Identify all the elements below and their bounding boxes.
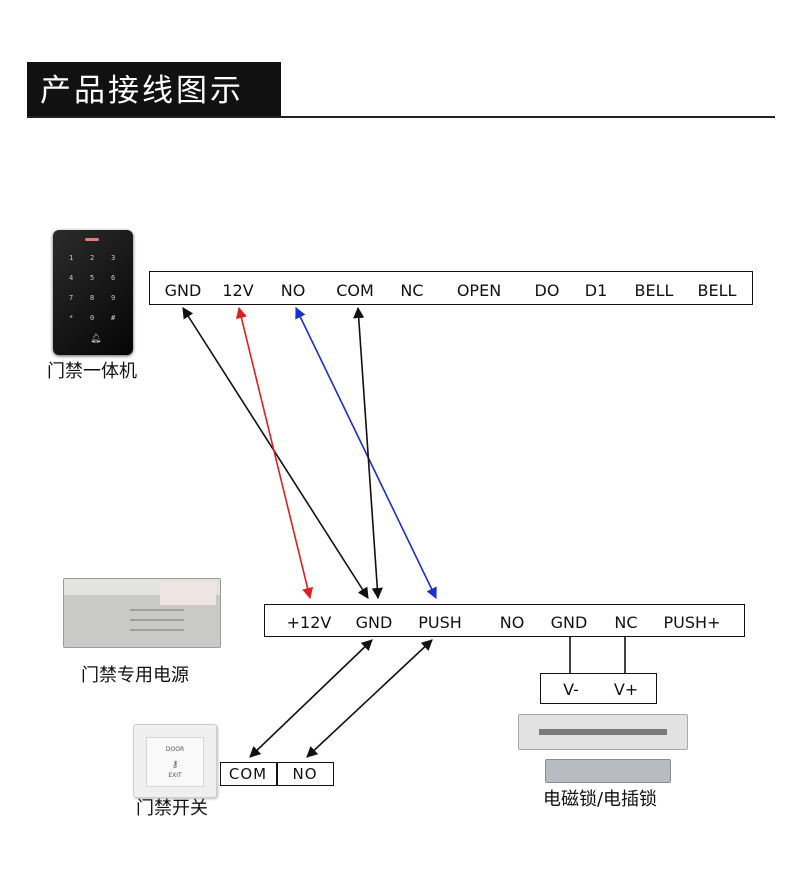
psu-terminal-push: PUSH xyxy=(418,613,462,632)
keypad-key: 1 xyxy=(69,254,74,262)
lock-terminal-vminus: V- xyxy=(563,680,579,699)
keypad-terminal-12v: 12V xyxy=(222,281,254,300)
keypad-terminal-do: DO xyxy=(534,281,560,300)
wire-no-blue xyxy=(295,306,437,600)
key-icon: ⚷ xyxy=(171,760,179,770)
header-banner xyxy=(27,62,281,118)
power-supply-caption: 门禁专用电源 xyxy=(81,665,189,686)
keypad-key: 0 xyxy=(90,314,95,322)
lock-terminal-vplus: V+ xyxy=(613,680,639,699)
keypad-key: 4 xyxy=(69,274,74,282)
psu-terminal-plus12v: +12V xyxy=(286,613,332,632)
button-terminal-com: COM xyxy=(228,765,268,783)
keypad-key: 8 xyxy=(90,294,95,302)
lock-terminal-strip xyxy=(540,673,657,704)
keypad-key: 3 xyxy=(111,254,116,262)
psu-terminal-gnd: GND xyxy=(355,613,393,632)
psu-terminal-no: NO xyxy=(499,613,525,632)
button-terminal-no: NO xyxy=(292,765,318,783)
psu-terminal-strip xyxy=(264,604,745,637)
exit-button-face-bottom: EXIT xyxy=(168,772,182,779)
lock-caption: 电磁锁/电插锁 xyxy=(542,789,658,810)
wire-button-no xyxy=(306,639,433,758)
wire-button-com xyxy=(249,639,373,758)
keypad-key: 7 xyxy=(69,294,74,302)
keypad-terminal-nc: NC xyxy=(400,281,424,300)
exit-button-face-top: DOOR xyxy=(165,746,185,753)
magnetic-lock-image xyxy=(518,714,688,750)
exit-button-image: DOOR ⚷ EXIT xyxy=(133,724,217,798)
keypad-key: 6 xyxy=(111,274,116,282)
keypad-key: # xyxy=(111,314,116,322)
keypad-terminal-open: OPEN xyxy=(456,281,502,300)
lock-armature-image xyxy=(545,759,671,783)
keypad-device-image: 1 2 3 4 5 6 7 8 9 * 0 # 🔔︎ xyxy=(53,230,133,355)
wire-12v-red xyxy=(235,306,314,600)
wire-gnd-black xyxy=(182,307,369,599)
keypad-led xyxy=(85,238,99,241)
keypad-terminal-gnd: GND xyxy=(164,281,202,300)
keypad-key: 9 xyxy=(111,294,116,302)
psu-terminal-nc: NC xyxy=(614,613,638,632)
psu-terminal-push-plus: PUSH+ xyxy=(663,613,721,632)
keypad-terminal-com: COM xyxy=(336,281,374,300)
keypad-key: 5 xyxy=(90,274,95,282)
keypad-key: 2 xyxy=(90,254,95,262)
keypad-terminal-d1: D1 xyxy=(584,281,608,300)
page-title: 产品接线图示 xyxy=(40,73,244,109)
bell-icon: 🔔︎ xyxy=(90,334,102,344)
keypad-terminal-strip xyxy=(149,271,753,305)
psu-terminal-gnd-2: GND xyxy=(550,613,588,632)
wire-com-black xyxy=(353,306,383,600)
exit-button-caption: 门禁开关 xyxy=(136,798,208,819)
keypad-terminal-bell-2: BELL xyxy=(697,281,737,300)
keypad-key: * xyxy=(69,314,74,322)
keypad-terminal-bell-1: BELL xyxy=(634,281,674,300)
keypad-caption: 门禁一体机 xyxy=(47,361,137,382)
header-rule xyxy=(27,116,775,118)
keypad-terminal-no: NO xyxy=(280,281,306,300)
